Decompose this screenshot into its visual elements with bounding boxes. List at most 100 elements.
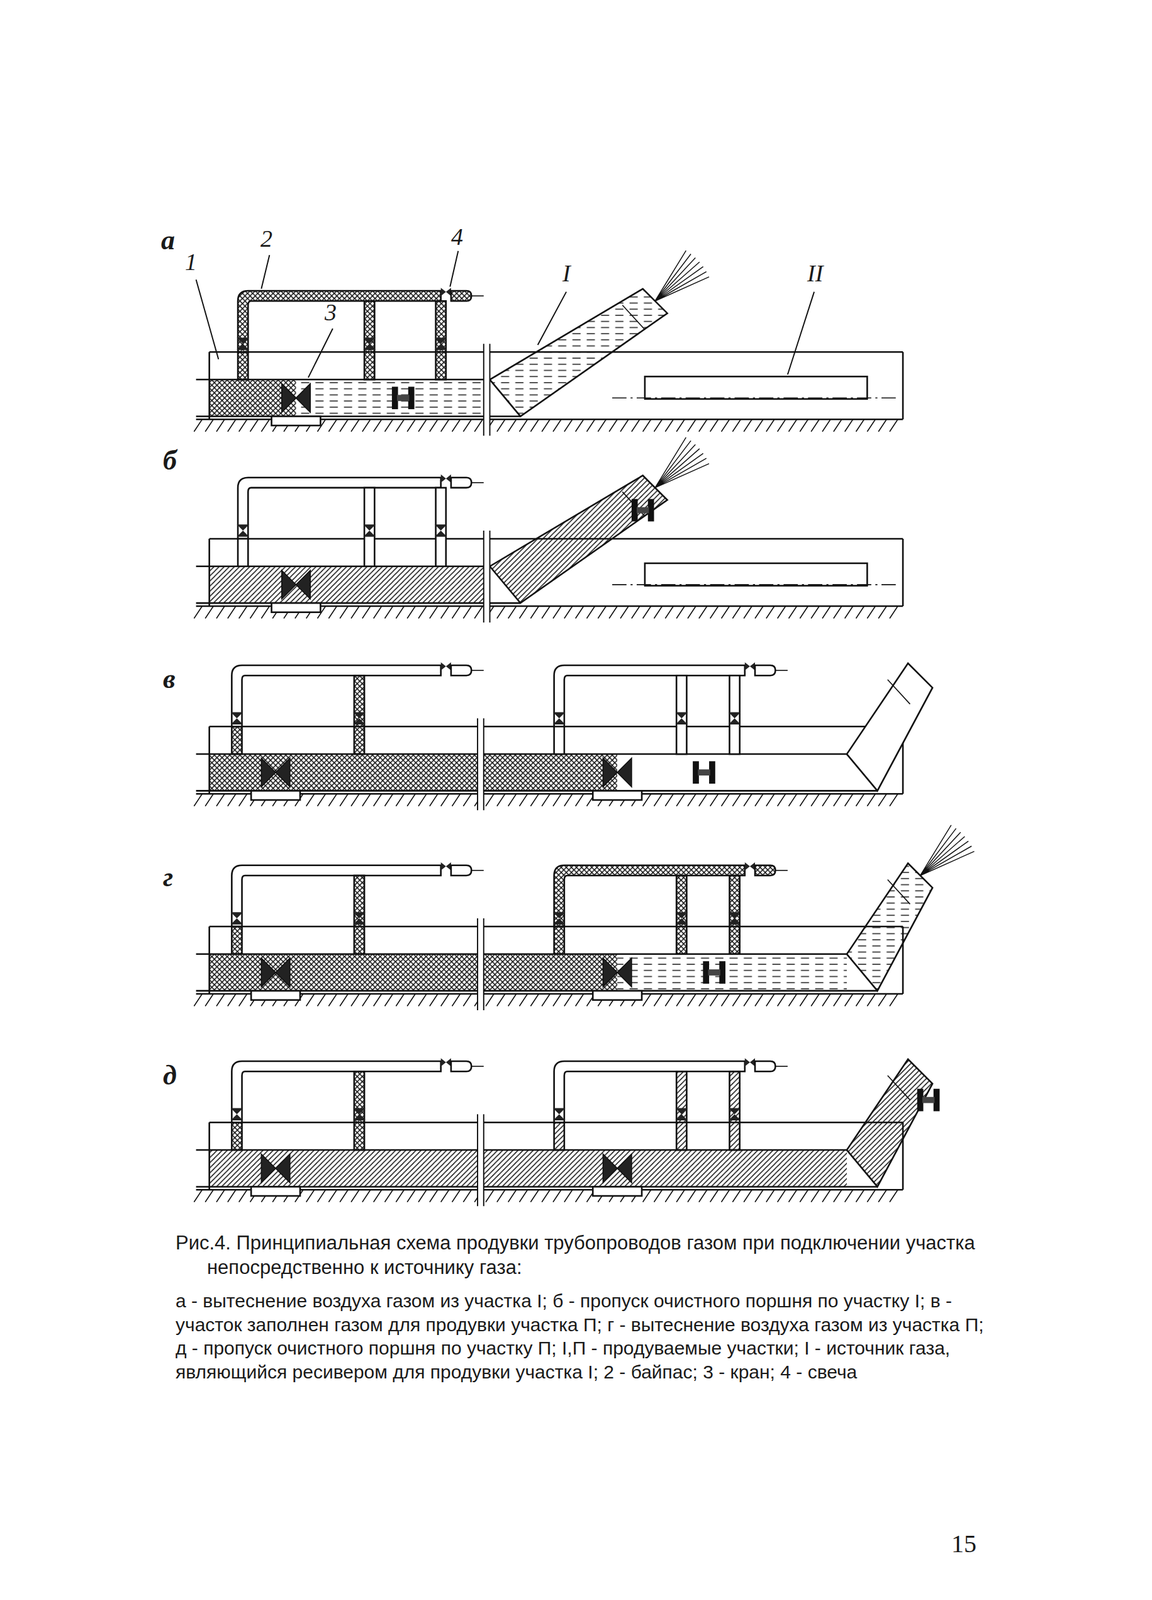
riser-valve xyxy=(352,712,365,725)
valve-base xyxy=(251,790,301,800)
candle-tip xyxy=(471,869,484,871)
valve-base xyxy=(251,990,301,1000)
section-outline xyxy=(644,563,867,586)
bypass-pipe xyxy=(554,865,745,927)
riser-valve xyxy=(728,911,741,924)
candle-tip xyxy=(775,1065,788,1067)
piston-rod xyxy=(707,968,720,976)
pipeline-panel xyxy=(193,661,933,810)
figure-caption: Рис.4. Принципиальная схема продувки тру… xyxy=(175,1230,988,1280)
trench-end xyxy=(209,1121,903,1190)
riser-pipe xyxy=(554,926,565,954)
outlet-pipe xyxy=(846,863,933,991)
riser-valve xyxy=(434,337,447,350)
candle xyxy=(754,1060,776,1071)
candle xyxy=(451,865,472,876)
break-mark xyxy=(477,917,484,1010)
bypass-pipe xyxy=(237,477,442,539)
candle-valve xyxy=(441,1057,452,1066)
riser-valve xyxy=(553,712,565,725)
riser-pipe xyxy=(237,351,248,380)
valve-symbol xyxy=(281,383,311,413)
riser-pipe xyxy=(554,1121,565,1150)
pipeline-panel xyxy=(193,437,903,623)
gas-jet xyxy=(654,437,710,488)
riser-valve xyxy=(553,911,565,924)
leader-line xyxy=(308,328,333,378)
riser-valve xyxy=(236,524,249,537)
riser-pipe xyxy=(237,538,248,567)
outlet-joint xyxy=(887,878,911,904)
bypass-pipe xyxy=(231,665,441,727)
riser-pipe xyxy=(231,1121,242,1150)
bypass-pipe xyxy=(237,290,442,352)
pipe-wall xyxy=(196,753,878,791)
riser-valve xyxy=(352,911,365,924)
candle-valve xyxy=(441,474,452,483)
trench-end xyxy=(209,726,903,794)
pipe-wall xyxy=(196,566,521,603)
valve-base xyxy=(592,790,642,800)
valve-base xyxy=(251,1185,301,1196)
candle-tip xyxy=(471,1065,484,1067)
pipeline-panel xyxy=(193,250,903,436)
leader-line xyxy=(537,291,567,345)
panel-letter: д xyxy=(162,1061,177,1090)
candle xyxy=(451,665,472,676)
valve-symbol xyxy=(602,1153,632,1183)
bypass-pipe xyxy=(231,865,441,927)
candle xyxy=(451,477,472,488)
axis-line xyxy=(612,397,898,399)
riser-valve xyxy=(230,911,243,924)
riser-valve xyxy=(363,337,375,350)
piston-rod xyxy=(636,507,649,514)
leader-line xyxy=(196,279,219,359)
bypass-pipe xyxy=(231,1060,441,1122)
valve-base xyxy=(271,415,321,426)
riser-pipe xyxy=(231,926,242,954)
candle-tip xyxy=(775,669,788,671)
candle-valve xyxy=(744,861,755,871)
panel-letter: а xyxy=(161,226,175,255)
riser-valve xyxy=(352,1107,365,1120)
valve-symbol xyxy=(261,957,290,986)
outlet-pipe xyxy=(490,288,668,417)
outlet-pipe xyxy=(846,1058,933,1187)
pipe-fill xyxy=(209,953,618,991)
panel-letter: г xyxy=(162,863,174,891)
pipe-wall xyxy=(196,953,878,991)
pipe-fill xyxy=(617,953,847,991)
riser-valve xyxy=(553,1107,565,1120)
pipe-fill xyxy=(295,379,490,416)
valve-symbol xyxy=(602,957,632,986)
riser-pipe xyxy=(554,726,565,754)
candle xyxy=(451,290,472,301)
leader-line xyxy=(449,251,459,287)
candle xyxy=(754,665,776,676)
candle-tip xyxy=(775,869,788,871)
piston-rod xyxy=(397,394,409,401)
valve-symbol xyxy=(281,570,311,599)
pipeline-panel xyxy=(193,1057,940,1206)
caption-legend: а - вытеснение воздуха газом из участка … xyxy=(175,1288,988,1383)
candle xyxy=(451,1060,472,1071)
candle-valve xyxy=(441,661,452,671)
page-number: 15 xyxy=(951,1530,977,1556)
valve-base xyxy=(592,1185,642,1196)
pipeline-panel xyxy=(193,824,974,1010)
riser-pipe xyxy=(231,726,242,754)
riser-valve xyxy=(728,1107,741,1120)
break-gap xyxy=(477,917,484,1010)
break-gap xyxy=(477,1113,484,1206)
valve-symbol xyxy=(261,758,290,787)
pipe-fill xyxy=(209,566,491,603)
callout-number: 4 xyxy=(451,224,464,249)
riser-valve xyxy=(434,524,447,537)
section-outline xyxy=(644,376,867,399)
candle-tip xyxy=(471,669,484,671)
gas-jet xyxy=(654,250,710,301)
riser-valve xyxy=(363,524,375,537)
riser-valve xyxy=(675,911,688,924)
piston-rod xyxy=(697,768,710,776)
pipe-wall xyxy=(196,1149,878,1186)
